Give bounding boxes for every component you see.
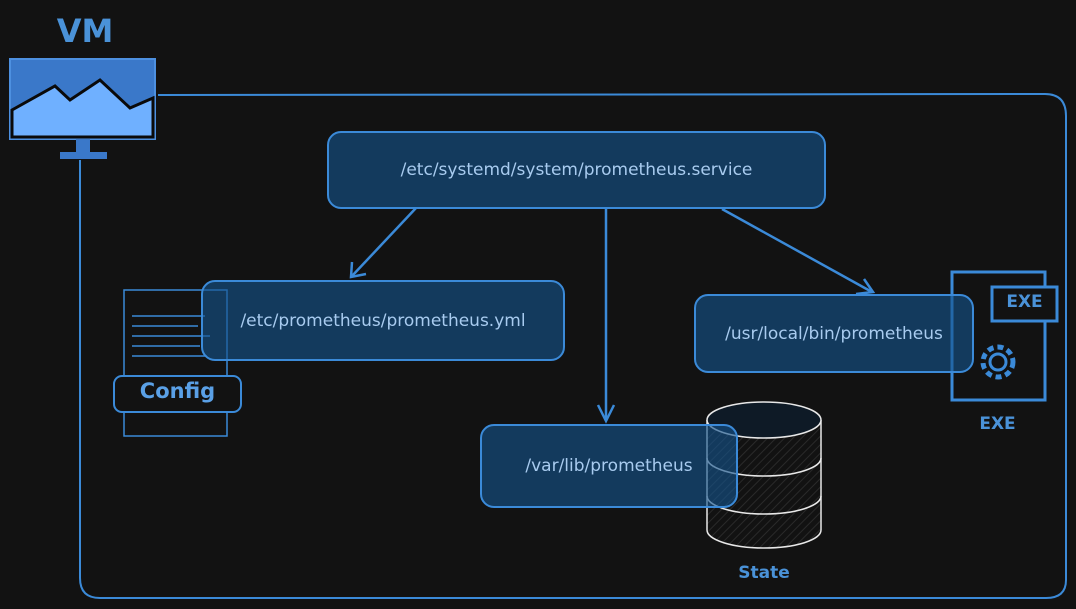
exe-label: EXE [979, 414, 1016, 434]
state-label: State [738, 563, 790, 583]
node-config-file[interactable]: /etc/prometheus/prometheus.yml [201, 280, 565, 361]
edge-service-to-data [596, 208, 616, 424]
vm-boundary [79, 92, 1067, 599]
edge-service-to-binary [721, 207, 876, 296]
executable-gear-icon [950, 270, 1059, 402]
node-binary[interactable]: /usr/local/bin/prometheus [694, 294, 974, 373]
config-label: Config [139, 379, 216, 403]
monitor-icon [9, 58, 156, 159]
vm-label: VM [56, 12, 114, 50]
exe-badge-label: EXE [1006, 292, 1043, 312]
node-data-dir[interactable]: /var/lib/prometheus [480, 424, 738, 508]
document-icon [113, 289, 242, 437]
node-service[interactable]: /etc/systemd/system/prometheus.service [327, 131, 826, 209]
edge-service-to-config [349, 207, 417, 279]
